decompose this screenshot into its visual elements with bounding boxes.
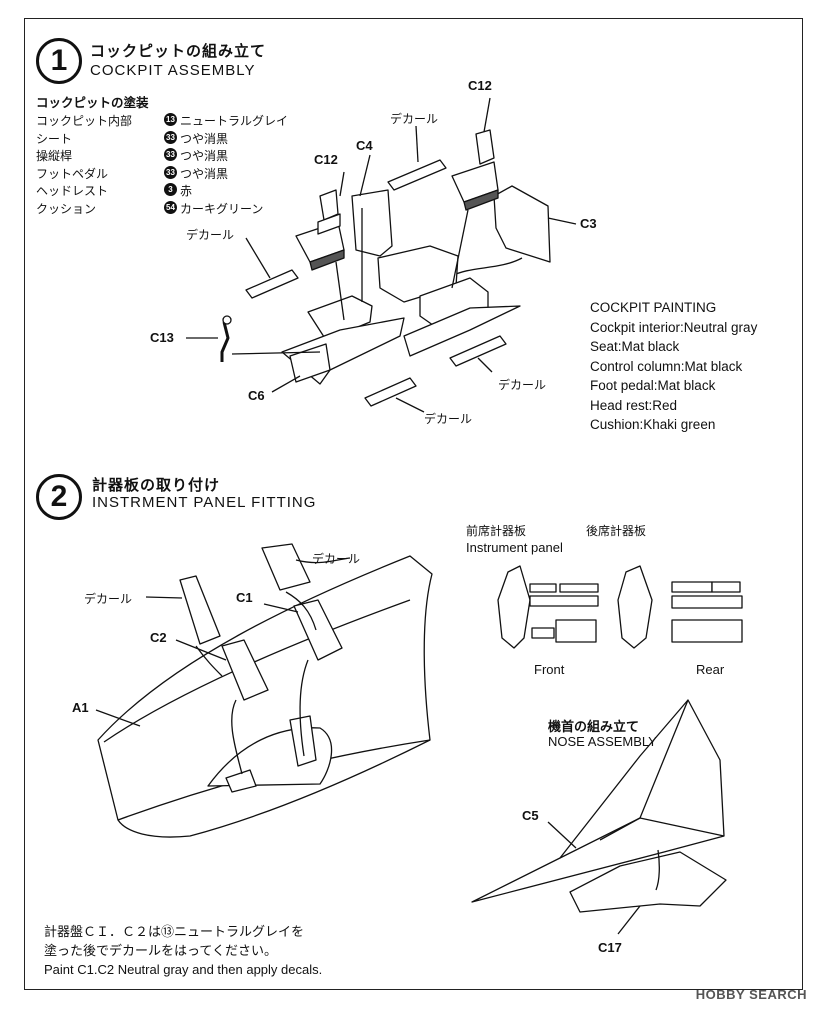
label-a1: A1	[72, 700, 89, 715]
paint-part: コックピット内部	[36, 114, 133, 128]
label-c1: C1	[236, 590, 253, 605]
label-decal-top: デカール	[390, 112, 439, 126]
painting-en-title: COCKPIT PAINTING	[590, 300, 717, 315]
label-c4: C4	[356, 138, 373, 153]
step-1-title-jp: コックピットの組み立て	[90, 43, 267, 60]
note-jp-line-1: 計器盤ＣＩ．Ｃ２は⑬ニュートラルグレイを	[44, 924, 305, 939]
paint-part: ヘッドレスト	[36, 184, 109, 198]
part-c1	[293, 599, 343, 661]
paint-part: シート	[36, 131, 73, 146]
page-frame	[24, 18, 803, 990]
paint-code-badge: 13	[164, 113, 177, 126]
paint-color: つや消黒	[180, 166, 229, 181]
label-decal-c2: デカール	[84, 592, 133, 606]
label-c12-right: C12	[468, 78, 492, 93]
painting-en-line: Cockpit interior:Neutral gray	[590, 319, 758, 335]
paint-color: カーキグリーン	[180, 201, 264, 216]
step-2-number: 2	[36, 474, 82, 520]
seat-c12-left	[295, 189, 345, 271]
step-2-note: 計器盤ＣＩ．Ｃ２は⑬ニュートラルグレイを 塗った後でデカールをはってください。 …	[44, 922, 322, 979]
label-rear: Rear	[696, 662, 725, 677]
label-c5: C5	[522, 808, 539, 823]
label-c6: C6	[248, 388, 265, 403]
nose-title-jp: 機首の組み立て	[548, 719, 640, 734]
paint-code-badge: 33	[164, 148, 177, 161]
decal-strip-left	[245, 269, 299, 299]
paint-code-badge: 33	[164, 130, 177, 144]
label-decal-bottom: デカール	[424, 412, 473, 426]
part-c4	[351, 189, 393, 257]
label-rear-panel-jp: 後席計器板	[586, 524, 647, 538]
painting-en-line: Seat:Mat black	[590, 339, 680, 354]
painting-jp-title: コックピットの塗装	[36, 96, 149, 110]
paint-part: フットペダル	[36, 166, 109, 181]
label-front: Front	[534, 662, 565, 677]
watermark: HOBBY SEARCH	[695, 987, 807, 1002]
note-en: Paint C1.C2 Neutral gray and then apply …	[44, 962, 323, 977]
note-jp-line-2: 塗った後でデカールをはってください。	[44, 943, 277, 958]
decal-strip-top	[387, 159, 447, 191]
instrument-panels	[497, 565, 743, 649]
step-2-title-en: INSTRMENT PANEL FITTING	[92, 494, 317, 511]
label-c3: C3	[580, 216, 597, 231]
decal-strip-bottom	[364, 377, 417, 407]
step-1-title-en: COCKPIT ASSEMBLY	[90, 62, 256, 79]
fuselage-a1	[97, 555, 433, 838]
paint-color: ニュートラルグレイ	[180, 114, 289, 128]
label-instrument-panel: Instrument panel	[466, 540, 563, 555]
label-c2: C2	[150, 630, 167, 645]
step-2-title-jp: 計器板の取り付け	[92, 477, 221, 494]
paint-code-badge: 3	[164, 183, 177, 196]
label-c13: C13	[150, 330, 174, 345]
part-c3	[493, 185, 551, 263]
nose-cone	[471, 699, 727, 913]
paint-code-badge: 33	[164, 165, 177, 179]
painting-en-block: COCKPIT PAINTING Cockpit interior:Neutra…	[590, 298, 757, 435]
painting-en-line: Control column:Mat black	[590, 358, 743, 374]
paint-code-badge: 54	[164, 200, 177, 214]
label-c12-left: C12	[314, 152, 338, 167]
paint-part: 操縦桿	[36, 149, 73, 163]
label-front-panel-jp: 前席計器板	[466, 524, 527, 538]
label-decal-c1: デカール	[312, 552, 361, 566]
label-decal-left: デカール	[186, 228, 235, 242]
seat-c12-right	[451, 129, 499, 211]
nose-title-en: NOSE ASSEMBLY	[548, 734, 657, 749]
label-decal-right: デカール	[498, 378, 547, 392]
step-1-number: 1	[36, 38, 82, 84]
painting-en-line: Head rest:Red	[590, 397, 678, 413]
paint-color: つや消黒	[180, 131, 229, 146]
label-c17: C17	[598, 940, 622, 955]
painting-en-line: Foot pedal:Mat black	[590, 378, 716, 393]
decal-strip-right	[449, 335, 507, 367]
paint-part: クッション	[36, 201, 97, 216]
painting-en-line: Cushion:Khaki green	[590, 417, 716, 432]
part-c2	[221, 639, 269, 701]
paint-color: 赤	[180, 184, 193, 198]
paint-color: つや消黒	[180, 149, 229, 163]
